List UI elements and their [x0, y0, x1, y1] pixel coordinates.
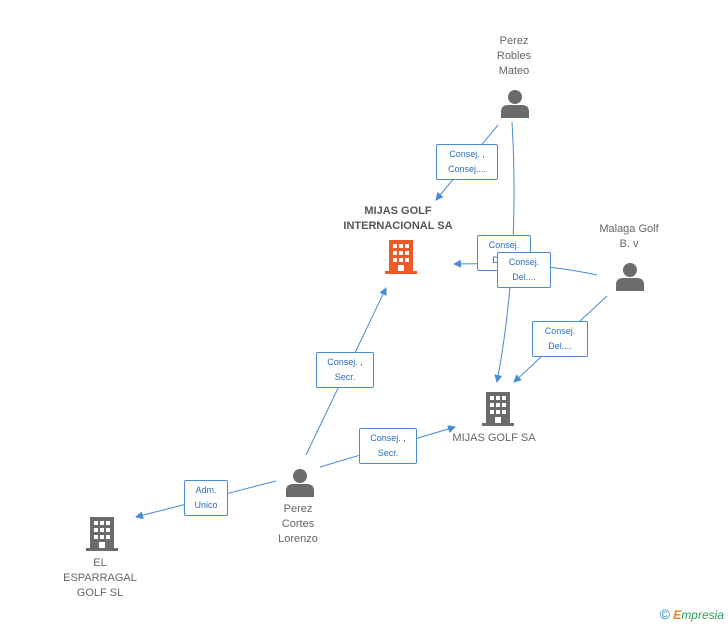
edge-label-cortes-esparragal[interactable]: Adm. Unico	[184, 480, 228, 516]
copyright-icon: ©	[659, 606, 670, 622]
node-label-malaga-golf: Malaga Golf B. v	[586, 222, 672, 252]
label-line: B. v	[619, 238, 639, 250]
brand-logo: Empresia	[673, 608, 724, 622]
label-line: Perez	[499, 35, 529, 47]
label-line: EL	[93, 557, 107, 569]
edge-label-cortes-internacional[interactable]: Consej. , Secr.	[316, 352, 374, 388]
node-label-esparragal: EL ESPARRAGAL GOLF SL	[54, 556, 146, 601]
person-icon[interactable]	[286, 468, 314, 497]
edge-label-line: Del....	[548, 341, 572, 351]
building-icon[interactable]	[482, 392, 514, 426]
label-line: ESPARRAGAL	[63, 572, 137, 584]
label-line: MIJAS GOLF SA	[452, 432, 536, 444]
label-line: Perez	[283, 503, 313, 515]
label-line: INTERNACIONAL SA	[343, 220, 453, 232]
node-label-mijas-golf-sa: MIJAS GOLF SA	[446, 431, 542, 446]
node-label-perez-cortes: Perez Cortes Lorenzo	[256, 502, 340, 547]
label-line: Cortes	[281, 518, 315, 530]
edge-label-cortes-mijas[interactable]: Consej. , Secr.	[359, 428, 417, 464]
edge-label-line: Del....	[512, 272, 536, 282]
edge-label-line: Consej. ,	[370, 433, 406, 443]
node-label-perez-robles: Perez Robles Mateo	[472, 34, 556, 79]
edge-label-line: Consej.	[544, 326, 576, 336]
edge-label-malaga-mijas[interactable]: Consej. Del....	[532, 321, 588, 357]
node-label-mijas-internacional: MIJAS GOLF INTERNACIONAL SA	[326, 204, 470, 234]
edge-label-line: Consej.	[508, 257, 540, 267]
edge-label-line: Consej. ,	[449, 149, 485, 159]
building-icon[interactable]	[385, 240, 417, 274]
label-line: Robles	[496, 50, 532, 62]
label-line: MIJAS GOLF	[364, 205, 432, 217]
edge-label-line: Consej....	[447, 164, 487, 174]
edge-label-line: Consej. ,	[327, 357, 363, 367]
edge-label-line: Consej.	[488, 240, 520, 250]
label-line: GOLF SL	[76, 587, 124, 599]
building-icon[interactable]	[86, 517, 118, 551]
person-icon[interactable]	[501, 89, 529, 118]
brand-footer: © Empresia	[660, 606, 724, 622]
edge-label-line: Unico	[194, 500, 218, 510]
edge-label-malaga-internacional[interactable]: Consej. Del....	[497, 252, 551, 288]
edge-label-line: Secr.	[377, 448, 399, 458]
label-line: Mateo	[498, 65, 530, 77]
edge-label-robles-internacional[interactable]: Consej. , Consej....	[436, 144, 498, 180]
label-line: Malaga Golf	[599, 223, 659, 235]
edge-label-line: Adm.	[195, 485, 217, 495]
edge-label-line: Secr.	[334, 372, 356, 382]
brand-name: mpresia	[681, 608, 724, 622]
person-icon[interactable]	[616, 262, 644, 291]
brand-initial: E	[673, 608, 682, 622]
label-line: Lorenzo	[278, 533, 318, 545]
